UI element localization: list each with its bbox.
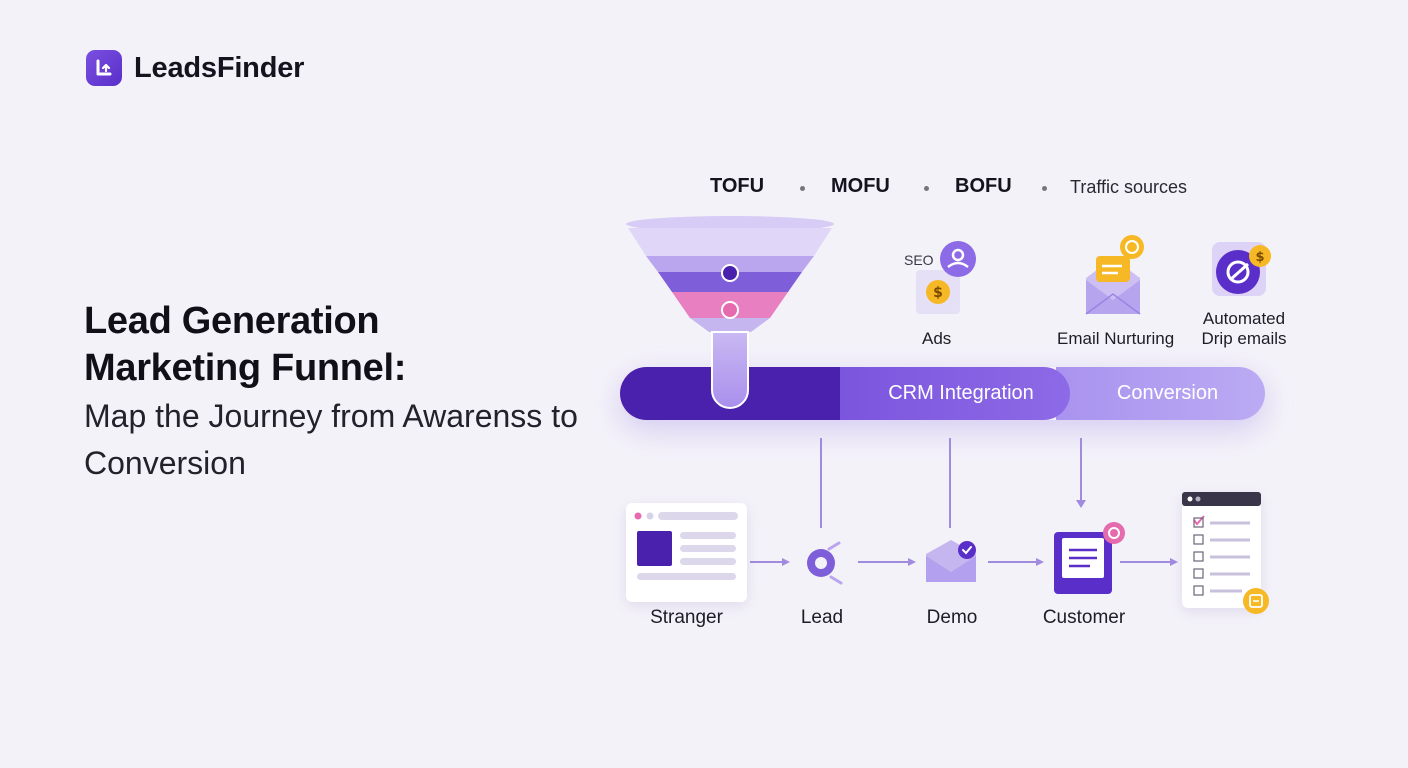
brand-logo-icon [86, 50, 122, 86]
stage-bar-segment-crm: CRM Integration [840, 367, 1070, 420]
seo-ads-icon: $ [916, 241, 976, 314]
svg-text:$: $ [1255, 250, 1264, 265]
lead-magnet-icon [807, 541, 843, 585]
ads-label: Ads [922, 329, 952, 348]
automated-drip-label: Automated Drip emails [1201, 309, 1287, 348]
brand-name: LeadsFinder [134, 51, 305, 84]
demo-email-icon [926, 540, 976, 582]
crm-integration-label: CRM Integration [888, 382, 1034, 404]
brand: LeadsFinder [86, 50, 304, 86]
hero-subtitle-line-2: Conversion [84, 445, 246, 481]
stranger-webpage-card [626, 503, 747, 602]
legend-separator-dot [1042, 186, 1047, 191]
seo-label: SEO [904, 252, 934, 268]
legend-traffic-sources: Traffic sources [1070, 177, 1188, 197]
legend-tofu: TOFU [710, 175, 765, 197]
flow-step-stranger: Stranger [650, 607, 723, 628]
hero-subtitle-line-1: Map the Journey from Awarenss to [84, 398, 578, 434]
stage-bar-segment-conversion: Conversion [1056, 367, 1265, 420]
webpage-icon [634, 512, 738, 580]
customer-document-icon [1054, 522, 1125, 594]
flow-step-lead: Lead [800, 607, 844, 628]
email-nurturing-label: Email Nurturing [1057, 329, 1175, 348]
hero-text: Lead Generation Marketing Funnel: Map th… [84, 298, 614, 486]
email-nurturing-icon [1085, 235, 1144, 315]
automated-drip-icon: $ [1212, 242, 1271, 296]
checklist-icon [1182, 492, 1269, 614]
legend-bofu: BOFU [955, 175, 1012, 197]
checklist-card [1182, 492, 1269, 614]
legend-separator-dot [924, 186, 929, 191]
hero-title-line-1: Lead Generation [84, 300, 380, 342]
flow-step-demo: Demo [926, 607, 978, 628]
legend-separator-dot [800, 186, 805, 191]
svg-text:$: $ [933, 285, 943, 301]
conversion-label: Conversion [1116, 382, 1219, 404]
flow-step-customer: Customer [1042, 607, 1126, 628]
funnel-icon [626, 216, 834, 409]
hero-title-line-2: Marketing Funnel: [84, 347, 407, 389]
legend-mofu: MOFU [831, 175, 890, 197]
